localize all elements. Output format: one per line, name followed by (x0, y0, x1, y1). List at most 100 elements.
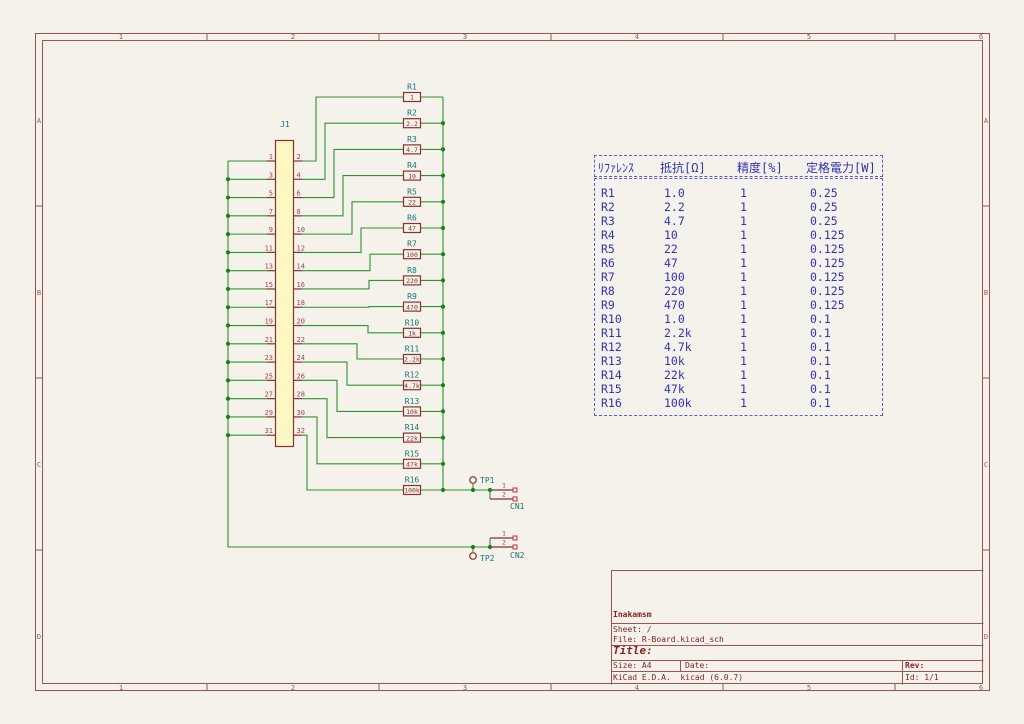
table-cell: 22 (664, 242, 678, 256)
resistor-value: 4.7 (406, 146, 418, 154)
junction-dot[interactable] (225, 177, 231, 182)
resistor-R14-body[interactable] (402, 432, 422, 443)
wire[interactable] (302, 175, 403, 217)
resistor-reference: R13 (405, 397, 420, 406)
wire[interactable] (302, 343, 403, 360)
wire[interactable] (302, 122, 403, 180)
resistor-R4-body[interactable] (402, 170, 422, 181)
junction-dot[interactable] (440, 173, 446, 178)
junction-dot[interactable] (440, 304, 446, 309)
frame-column-label: 2 (291, 33, 295, 41)
pin-number: 22 (297, 336, 305, 344)
junction-dot[interactable] (440, 356, 446, 362)
pin-number: 27 (265, 391, 273, 399)
junction-dot[interactable] (440, 278, 446, 283)
wire[interactable] (302, 398, 403, 439)
junction-dot[interactable] (225, 378, 231, 383)
junction-dot[interactable] (440, 435, 446, 440)
pin-number: 2 (502, 491, 506, 499)
table-cell: 10 (664, 228, 678, 242)
wire[interactable] (302, 253, 403, 272)
junction-dot[interactable] (225, 286, 231, 292)
junction-dot[interactable] (470, 544, 476, 550)
pin-number: 21 (265, 336, 273, 344)
wire-common-right[interactable] (442, 97, 490, 491)
wire[interactable] (302, 227, 403, 253)
resistor-R8-body[interactable] (402, 275, 422, 286)
frame-row-label: D (37, 633, 41, 641)
wire[interactable] (302, 201, 403, 235)
resistor-R2-body[interactable] (402, 118, 422, 129)
junction-dot[interactable] (440, 199, 446, 204)
table-cell: 1 (740, 186, 747, 200)
sheet-border-inner (42, 40, 983, 684)
company-name: Inakamsm (613, 610, 652, 619)
junction-dot[interactable] (440, 225, 446, 231)
frame-row-label: C (984, 461, 988, 469)
resistor-R16-body[interactable] (402, 484, 422, 496)
resistor-R11-body[interactable] (402, 353, 422, 365)
table-cell: 1 (740, 242, 747, 256)
junction-dot[interactable] (440, 330, 446, 335)
testpoint-TP1-pad[interactable] (469, 476, 477, 484)
junction-dot[interactable] (440, 147, 446, 152)
junction-dot[interactable] (225, 433, 231, 438)
junction-dot[interactable] (225, 305, 231, 310)
wire[interactable] (302, 324, 403, 334)
junction-dot[interactable] (225, 232, 231, 237)
resistor-R12-body[interactable] (402, 380, 422, 391)
resistor-R3-body[interactable] (402, 144, 422, 155)
table-cell: 1 (740, 228, 747, 242)
wire[interactable] (302, 379, 403, 412)
junction-dot[interactable] (225, 396, 231, 401)
table-cell: R9 (601, 298, 615, 312)
junction-dot[interactable] (487, 487, 493, 493)
wire[interactable] (302, 96, 403, 162)
wire[interactable] (302, 416, 403, 465)
table-cell: 22k (664, 368, 685, 382)
junction-dot[interactable] (225, 359, 231, 365)
junction-dot[interactable] (440, 487, 446, 493)
resistor-R9-body[interactable] (402, 301, 422, 312)
resistor-R15-body[interactable] (402, 458, 422, 469)
junction-dot[interactable] (440, 252, 446, 257)
table-cell: 0.25 (810, 214, 838, 228)
resistor-R7-body[interactable] (402, 249, 422, 260)
resistor-R1-body[interactable] (402, 91, 422, 103)
junction-dot[interactable] (225, 323, 231, 328)
wire[interactable] (302, 148, 403, 199)
resistor-R10-body[interactable] (402, 327, 422, 338)
junction-dot[interactable] (225, 268, 231, 273)
connector-J1-body[interactable] (274, 139, 295, 448)
wire[interactable] (302, 279, 403, 290)
junction-dot[interactable] (225, 250, 231, 255)
junction-dot[interactable] (225, 213, 231, 218)
pin-number: 29 (265, 409, 273, 417)
pin-number: 3 (269, 171, 273, 179)
wire[interactable] (302, 361, 403, 386)
resistor-R5-body[interactable] (402, 196, 422, 207)
wire[interactable] (302, 306, 403, 308)
date-field: Date: (685, 661, 710, 670)
junction-dot[interactable] (440, 383, 446, 388)
table-cell: 1 (740, 298, 747, 312)
rev-field: Rev: (905, 661, 925, 670)
junction-dot[interactable] (225, 414, 231, 420)
junction-dot[interactable] (225, 195, 231, 200)
pin-number: 4 (297, 171, 301, 179)
junction-dot[interactable] (225, 341, 231, 346)
junction-dot[interactable] (487, 544, 493, 550)
resistor-R6-body[interactable] (402, 222, 422, 234)
junction-dot[interactable] (440, 409, 446, 414)
junction-dot[interactable] (440, 461, 446, 466)
testpoint-TP2-pad[interactable] (469, 552, 477, 560)
resistor-R13-body[interactable] (402, 406, 422, 417)
table-header-border (594, 155, 883, 177)
junction-dot[interactable] (470, 487, 476, 493)
wire[interactable] (302, 434, 403, 491)
junction-dot[interactable] (440, 121, 446, 126)
